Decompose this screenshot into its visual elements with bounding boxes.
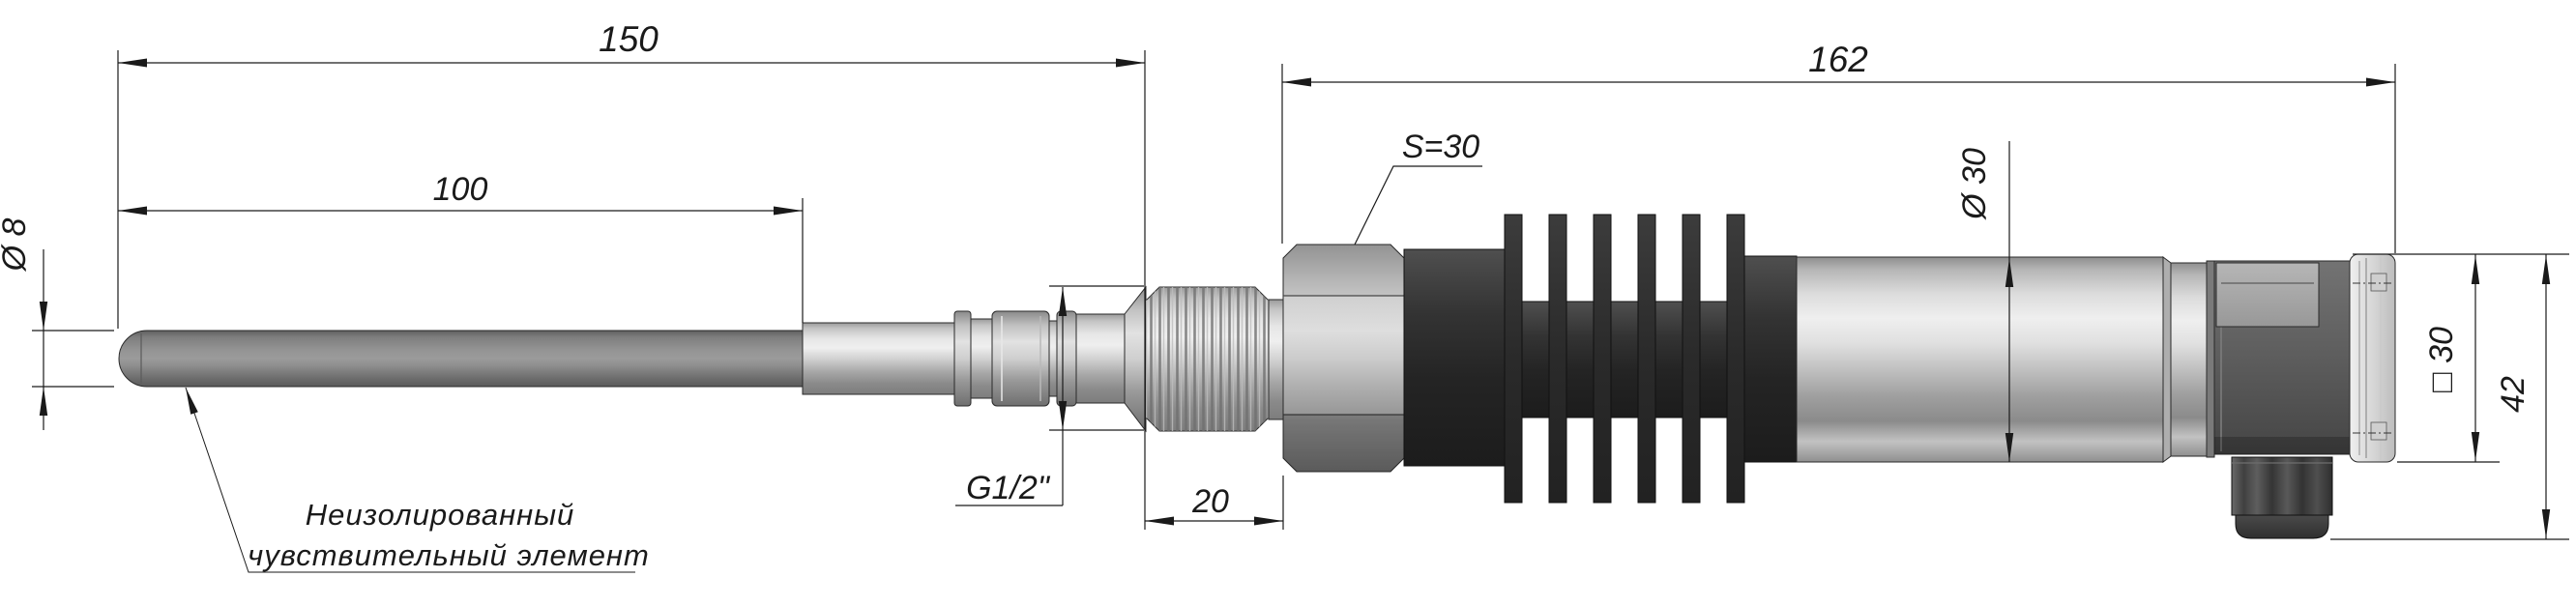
callout-sensing-element-line2: чувствительный элемент bbox=[248, 538, 650, 572]
dim-100-label: 100 bbox=[433, 171, 488, 208]
head-top-panel bbox=[2215, 262, 2320, 328]
heat-sink bbox=[1504, 214, 1798, 504]
collar-beads bbox=[953, 285, 1147, 433]
callout-sensing-element: Неизолированный чувствительный элемент bbox=[185, 387, 650, 573]
dim-diameter-30-label: Ø 30 bbox=[1956, 148, 1993, 220]
probe-rod bbox=[118, 330, 804, 388]
dim-diameter-30: Ø 30 bbox=[1956, 141, 2014, 462]
dim-42-label: 42 bbox=[2495, 376, 2532, 413]
dim-20-label: 20 bbox=[1191, 483, 1229, 520]
dim-150-label: 150 bbox=[599, 19, 659, 59]
dim-thread-g12: G1/2" bbox=[955, 285, 1144, 506]
connection-head bbox=[2213, 253, 2396, 539]
sensor-assembly bbox=[118, 214, 2396, 539]
probe-sleeve bbox=[802, 322, 955, 395]
dim-20: 20 bbox=[1145, 476, 1284, 530]
callout-s30: S=30 bbox=[1354, 129, 1482, 245]
dim-100: 100 bbox=[118, 171, 804, 323]
dim-162: 162 bbox=[1281, 40, 2396, 253]
main-body-cylinder bbox=[1796, 256, 2215, 463]
dim-square-30: □ 30 bbox=[2353, 253, 2569, 463]
cable-gland bbox=[2231, 456, 2333, 539]
dim-diameter-8: Ø 8 bbox=[0, 218, 114, 430]
dim-162-label: 162 bbox=[1808, 40, 1868, 79]
din-connector-plate bbox=[2349, 253, 2396, 463]
callout-s30-label: S=30 bbox=[1402, 129, 1479, 165]
hex-nut bbox=[1282, 244, 1405, 473]
connector-screw-bottom bbox=[2370, 421, 2387, 441]
dim-diameter-8-label: Ø 8 bbox=[0, 218, 33, 273]
thread-g12 bbox=[1145, 286, 1284, 432]
callout-sensing-element-line1: Неизолированный bbox=[306, 498, 575, 532]
dim-150: 150 bbox=[117, 19, 1146, 530]
dim-thread-g12-label: G1/2" bbox=[966, 470, 1051, 506]
connector-screw-top bbox=[2370, 273, 2387, 292]
adapter-body bbox=[1403, 248, 1506, 467]
heat-sink-fins bbox=[1504, 214, 1745, 504]
dim-square-30-label: □ 30 bbox=[2423, 327, 2460, 392]
dim-42: 42 bbox=[2330, 254, 2569, 540]
